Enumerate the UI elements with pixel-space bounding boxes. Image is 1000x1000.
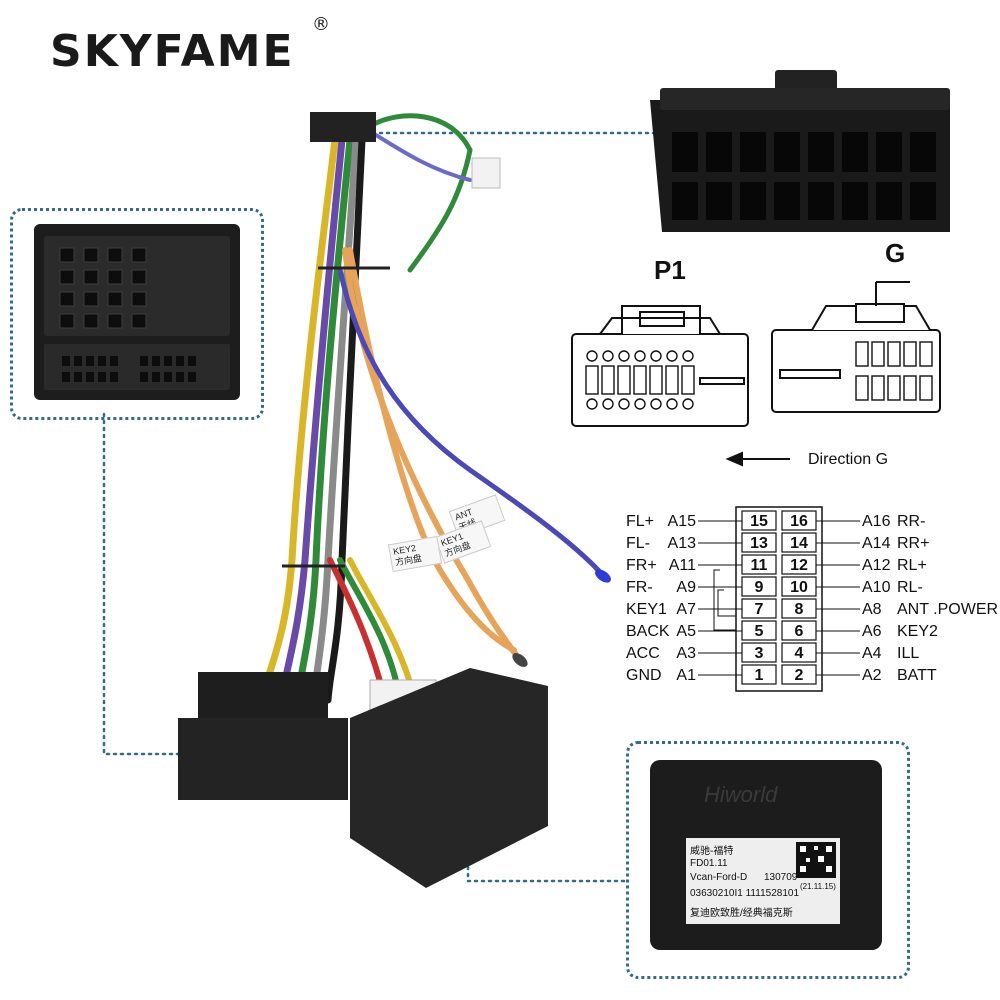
callout-box-canbus: [626, 741, 910, 979]
brand-logo: SKYFAME: [50, 26, 295, 77]
pin-left-3: 3 ACC A3: [626, 642, 777, 663]
pin-left-11: 11 FR+ A11: [626, 554, 777, 575]
canbus-label-line4: 03630210I1 1111528101: [690, 888, 799, 899]
direction-label: Direction G: [808, 451, 889, 468]
pin-function: FR+: [626, 557, 657, 574]
harness-head-plug: [310, 112, 376, 142]
pin-code: A13: [668, 535, 697, 552]
pin-code: A5: [676, 623, 696, 640]
pin-number: 9: [755, 579, 764, 596]
canbus-label-line2: FD01.11: [690, 858, 728, 869]
pin-code: A4: [862, 645, 882, 662]
pin-number: 8: [795, 601, 804, 618]
pin-number: 5: [755, 623, 764, 640]
pin-right-10: 10 A10 RL-: [781, 576, 923, 597]
pin-right-2: 2 A2 BATT: [781, 664, 937, 685]
pin-number: 10: [790, 579, 808, 596]
canbus-label-date: (21.11.15): [800, 882, 836, 891]
white-pin-connector: [471, 157, 501, 189]
pin-number: 12: [790, 557, 808, 574]
pin-function: FL-: [626, 535, 650, 552]
pin-right-4: 4 A4 ILL: [781, 642, 919, 663]
pin-number: 3: [755, 645, 764, 662]
g-connector-drawing: [771, 281, 941, 413]
pin-code: A1: [676, 667, 696, 684]
pin-function: RL+: [897, 557, 927, 574]
pinout-frame: [735, 506, 823, 692]
pin-code: A11: [669, 557, 696, 574]
pin-code: A9: [676, 579, 696, 596]
pin-number: 11: [751, 557, 768, 574]
pin-number: 2: [795, 667, 804, 684]
pin-left-15: 15 FL+ A15: [626, 510, 777, 531]
pin-function: RL-: [897, 579, 923, 596]
pin-number: 4: [795, 645, 804, 662]
pin-function: KEY2: [897, 623, 938, 640]
canbus-label-line3: Vcan-Ford-D: [690, 872, 748, 883]
pin-function: BACK: [626, 623, 670, 640]
pin-right-6: 6 A6 KEY2: [781, 620, 938, 641]
pin-number: 16: [790, 513, 808, 530]
zip-ties: [282, 266, 390, 568]
pin-number: 7: [755, 601, 764, 618]
pin-left-1: 1 GND A1: [626, 664, 777, 685]
callout-box-oem-connector: [10, 208, 264, 420]
pin-code: A3: [676, 645, 696, 662]
pin-number: 13: [750, 535, 768, 552]
g-label: G: [885, 238, 906, 268]
pin-bracket: [713, 569, 736, 631]
pin-right-16: 16 A16 RR-: [781, 510, 925, 531]
harness-quadlock-plug: [178, 672, 348, 800]
wire-tips: [512, 569, 611, 667]
pin-right-8: 8 A8 ANT .POWER: [781, 598, 998, 619]
pin-code: A2: [862, 667, 882, 684]
pin-function: FL+: [626, 513, 654, 530]
pin-right-14: 14 A14 RR+: [781, 532, 929, 553]
pin-function: RR+: [897, 535, 929, 552]
canbus-label-line1: 威驰-福特: [690, 846, 734, 857]
pin-code: A10: [862, 579, 891, 596]
pin-function: GND: [626, 667, 662, 684]
head-unit-16pin-connector: [650, 70, 950, 232]
pin-code: A15: [668, 513, 697, 530]
pin-function: RR-: [897, 513, 925, 530]
canbus-label-line5: 复迪欧致胜/经典福克斯: [690, 908, 793, 919]
pin-right-12: 12 A12 RL+: [781, 554, 927, 575]
pin-function: KEY1: [626, 601, 667, 618]
canbus-box: [350, 668, 548, 888]
pin-number: 6: [795, 623, 804, 640]
canbus-label-line3b: 130709: [764, 872, 798, 883]
registered-mark: ®: [312, 14, 330, 35]
oem-quadlock-connector: [34, 224, 240, 400]
pin-bracket: [717, 589, 736, 617]
pin-code: A12: [862, 557, 891, 574]
pin-code: A7: [676, 601, 696, 618]
pin-code: A14: [862, 535, 891, 552]
pin-code: A6: [862, 623, 882, 640]
pin-left-5: 5 BACK A5: [626, 620, 777, 641]
pin-number: 15: [750, 513, 768, 530]
pin-function: ILL: [897, 645, 919, 662]
pin-left-13: 13 FL- A13: [626, 532, 777, 553]
pin-left-9: 9 FR- A9: [626, 576, 777, 597]
pin-code: A8: [862, 601, 882, 618]
canbus-brand: Hiworld: [704, 782, 778, 807]
p1-label: P1: [654, 255, 686, 285]
pin-number: 14: [790, 535, 808, 552]
pin-number: 1: [755, 667, 764, 684]
canbus-module-closeup: [650, 760, 882, 950]
pin-left-7: 7 KEY1 A7: [626, 598, 777, 619]
direction-arrow: [725, 451, 790, 467]
pin-function: ANT .POWER: [897, 601, 998, 618]
pin-function: BATT: [897, 667, 937, 684]
pin-function: ACC: [626, 645, 660, 662]
pin-code: A16: [862, 513, 891, 530]
pin-function: FR-: [626, 579, 653, 596]
p1-connector-drawing: [571, 305, 749, 427]
